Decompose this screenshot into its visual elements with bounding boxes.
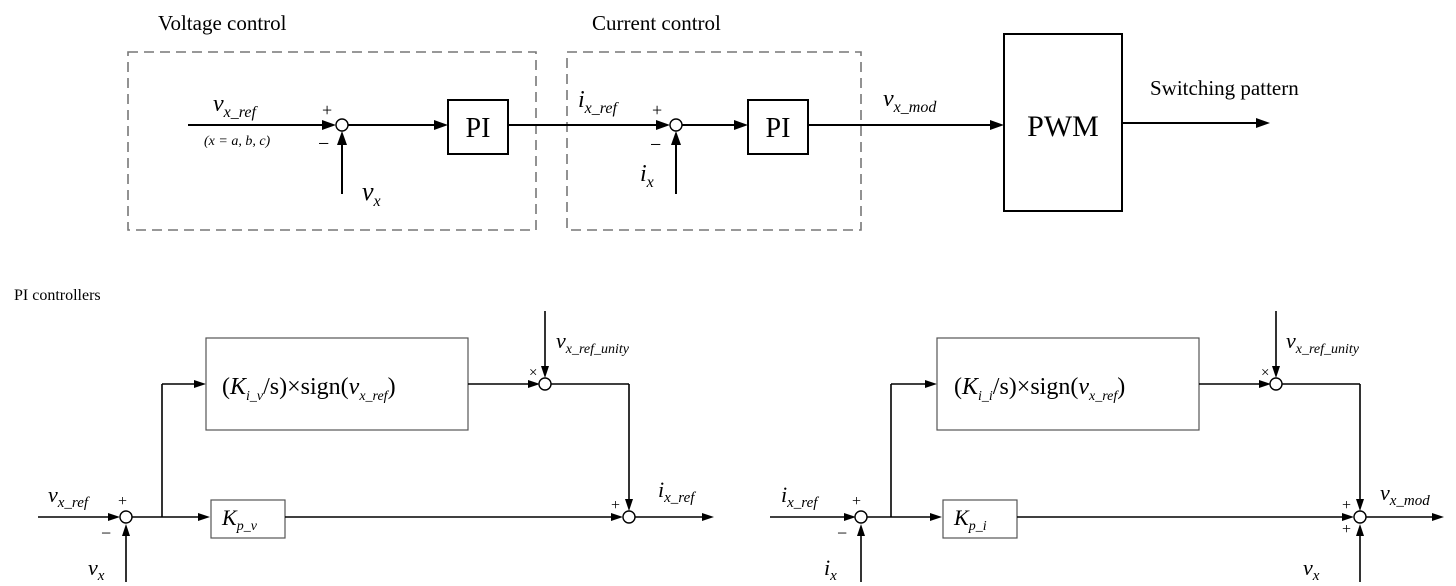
left-output-label: ix_ref <box>658 477 696 506</box>
sum1-minus: − <box>318 133 329 155</box>
right-kp-arrow <box>930 513 942 521</box>
i-ref-arrow <box>656 120 670 130</box>
right-input-label: ix_ref <box>781 482 819 511</box>
left-kp-block <box>210 499 286 539</box>
right-feedback-label: ix <box>824 555 837 584</box>
right-extra-input-label: vx <box>1303 555 1320 584</box>
right-sum-minus: − <box>837 523 847 543</box>
v-ref-label: vx_ref <box>213 91 258 121</box>
sum1-plus: + <box>322 100 332 120</box>
pi1-label: PI <box>466 113 491 144</box>
left-sum-plus: + <box>118 493 127 510</box>
sum2-plus: + <box>652 100 662 120</box>
sum2-minus: − <box>650 134 661 156</box>
left-error-junction <box>119 510 133 524</box>
left-mult-times: × <box>529 365 537 381</box>
v-meas-arrow <box>337 131 347 145</box>
right-integ-down-arrow <box>1356 499 1364 511</box>
left-multiplier-junction <box>538 377 552 391</box>
left-kp-arrow <box>198 513 210 521</box>
right-integral-expression: (Ki_i/s)×sign(vx_ref) <box>954 374 1125 404</box>
left-feedback-arrow <box>122 524 130 536</box>
left-integral-sign-block <box>205 337 469 431</box>
right-unity-arrow <box>1272 366 1280 378</box>
left-final-arrow <box>611 513 623 521</box>
left-kp-label: Kp_v <box>221 505 258 534</box>
voltage-control-title: Voltage control <box>158 11 287 35</box>
right-kp-block <box>942 499 1018 539</box>
right-final-plus-b: + <box>1342 521 1351 538</box>
v-mod-label: vx_mod <box>883 86 937 116</box>
right-feedback-arrow <box>857 524 865 536</box>
voltage-sum-junction <box>335 118 349 132</box>
pi2-arrow <box>734 120 748 130</box>
v-meas-label: vx <box>362 177 381 210</box>
i-meas-arrow <box>671 131 681 145</box>
right-unity-label: vx_ref_unity <box>1286 328 1360 357</box>
right-error-junction <box>854 510 868 524</box>
left-unity-arrow <box>541 366 549 378</box>
pwm-block <box>1003 33 1123 212</box>
switching-pattern-label: Switching pattern <box>1150 76 1299 100</box>
left-feedback-label: vx <box>88 555 105 584</box>
right-integ-arrow <box>925 380 937 388</box>
pi1-arrow <box>434 120 448 130</box>
right-output-junction <box>1353 510 1367 524</box>
right-multiplier-junction <box>1269 377 1283 391</box>
pwm-arrow <box>990 120 1004 130</box>
right-kp-label: Kp_i <box>953 505 987 534</box>
left-input-label: vx_ref <box>48 482 90 511</box>
left-output-arrow <box>702 513 714 521</box>
v-ref-arrow <box>322 120 336 130</box>
pwm-label: PWM <box>1027 110 1099 143</box>
left-sum-minus: − <box>101 523 111 543</box>
current-pi-block <box>747 99 809 155</box>
right-sum-plus: + <box>852 493 861 510</box>
right-extra-input-arrow <box>1356 524 1364 536</box>
i-ref-label: ix_ref <box>578 87 620 117</box>
current-control-title: Current control <box>592 11 721 35</box>
right-mult-arrow <box>1259 380 1271 388</box>
voltage-control-group <box>127 51 537 231</box>
right-input-arrow <box>844 513 856 521</box>
current-control-group <box>566 51 862 231</box>
left-mult-arrow <box>528 380 540 388</box>
right-output-arrow <box>1432 513 1444 521</box>
voltage-pi-block <box>447 99 509 155</box>
left-integral-expression: (Ki_v/s)×sign(vx_ref) <box>222 374 396 404</box>
left-integ-arrow <box>194 380 206 388</box>
i-meas-label: ix <box>640 161 654 191</box>
pi-controllers-title: PI controllers <box>14 287 101 304</box>
left-output-junction <box>622 510 636 524</box>
left-final-plus-a: + <box>611 497 620 514</box>
right-mult-times: × <box>1261 365 1269 381</box>
right-output-label: vx_mod <box>1380 480 1430 509</box>
left-integ-down-arrow <box>625 499 633 511</box>
pi2-label: PI <box>766 113 791 144</box>
left-input-arrow <box>108 513 120 521</box>
right-integral-sign-block <box>936 337 1200 431</box>
right-final-plus-a: + <box>1342 497 1351 514</box>
phase-note: (x = a, b, c) <box>204 134 271 149</box>
left-unity-label: vx_ref_unity <box>556 328 630 357</box>
switching-output-arrow <box>1256 118 1270 128</box>
current-sum-junction <box>669 118 683 132</box>
right-final-arrow <box>1342 513 1354 521</box>
